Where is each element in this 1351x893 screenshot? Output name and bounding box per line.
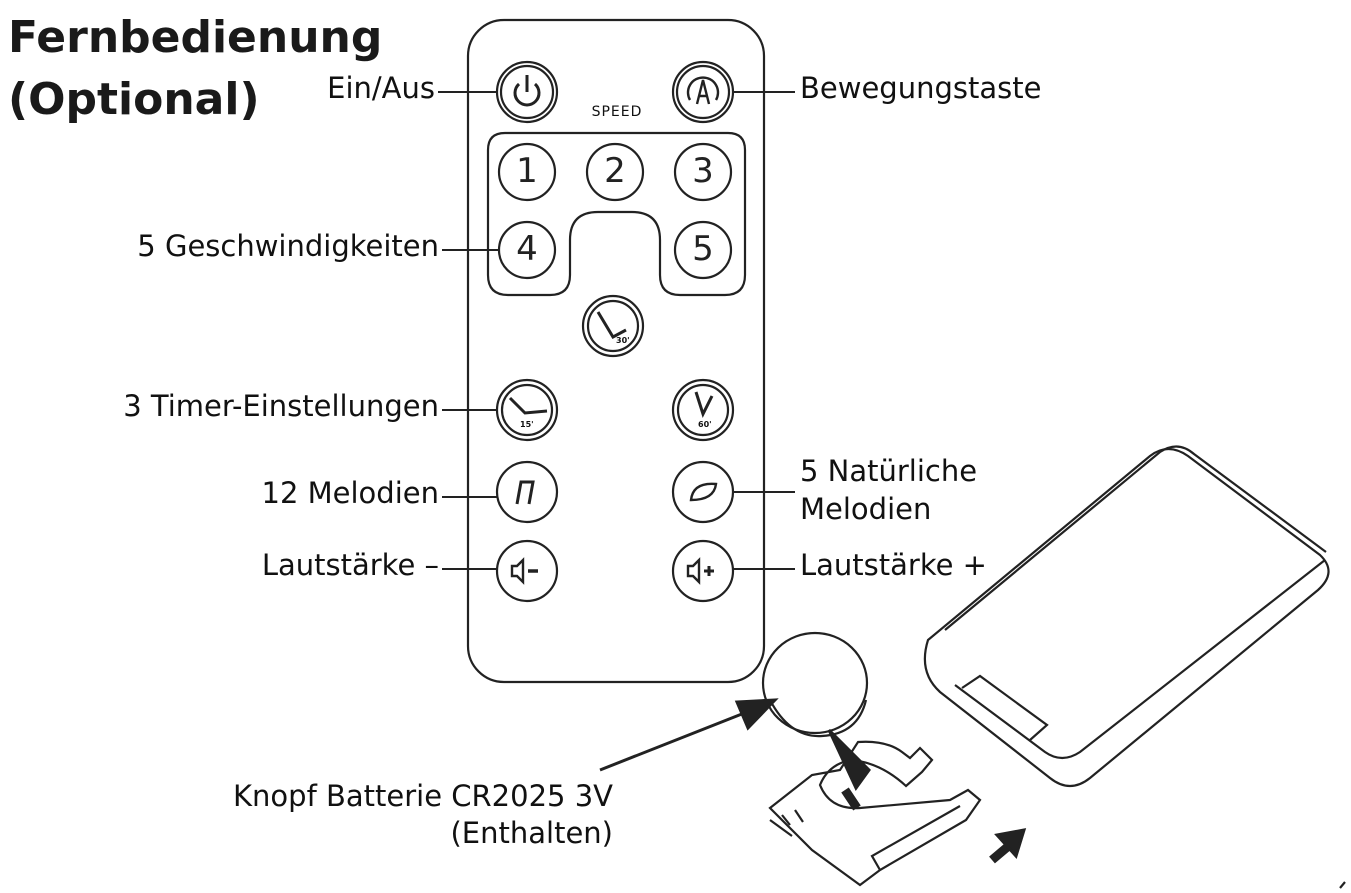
remote-body xyxy=(466,18,766,684)
timer-icon xyxy=(508,396,548,415)
leaf-icon xyxy=(689,482,718,502)
melody-button[interactable] xyxy=(495,460,559,524)
speed-button-1[interactable] xyxy=(497,142,557,202)
label-volume-down: Lautstärke – xyxy=(261,548,439,582)
arrow-icon xyxy=(827,728,1027,864)
speed-button-2[interactable] xyxy=(585,142,645,202)
label-melodies: 12 Melodien xyxy=(261,476,439,510)
power-button[interactable] xyxy=(495,60,559,124)
label-speeds: 5 Geschwindigkeiten xyxy=(137,229,439,263)
timer-15-mark: 15' xyxy=(520,420,534,429)
label-battery-line-1: Knopf Batterie CR2025 3V xyxy=(233,779,613,813)
label-battery-line-2: (Enthalten) xyxy=(450,816,613,850)
title-line-1: Fernbedienung xyxy=(8,12,383,63)
timer-60-mark: 60' xyxy=(698,420,712,429)
speed-label: SPEED xyxy=(591,104,643,120)
music-note-icon xyxy=(515,480,535,505)
timer-button-15[interactable] xyxy=(495,378,559,442)
label-power: Ein/Aus xyxy=(327,71,435,105)
speed-button-1-label: 1 xyxy=(516,151,538,191)
label-nature-line-1: 5 Natürliche xyxy=(800,454,978,488)
speed-button-4-label: 4 xyxy=(516,229,538,269)
corner-mark xyxy=(1339,881,1346,889)
motion-button[interactable] xyxy=(671,60,735,124)
timer-icon xyxy=(596,311,627,339)
volume-down-icon xyxy=(510,557,538,585)
timer-30-mark: 30' xyxy=(616,336,630,345)
volume-up-icon xyxy=(686,557,714,585)
timer-button-30[interactable] xyxy=(581,294,645,358)
timer-button-60[interactable] xyxy=(671,378,735,442)
motion-icon xyxy=(686,76,720,105)
remote-back xyxy=(923,445,1330,788)
title-line-2: (Optional) xyxy=(8,74,260,125)
volume-up-button[interactable] xyxy=(671,539,735,603)
power-icon xyxy=(513,75,541,107)
speed-button-5[interactable] xyxy=(673,220,733,280)
label-timers: 3 Timer-Einstellungen xyxy=(123,389,439,423)
speed-group-outline xyxy=(486,131,747,297)
label-motion: Bewegungstaste xyxy=(800,71,1042,105)
coin-battery xyxy=(761,631,869,738)
label-volume-up: Lautstärke + xyxy=(800,548,987,582)
speed-button-3-label: 3 xyxy=(692,151,714,191)
speed-button-3[interactable] xyxy=(673,142,733,202)
volume-down-button[interactable] xyxy=(495,539,559,603)
nature-button[interactable] xyxy=(671,460,735,524)
arrow-icon xyxy=(599,698,779,772)
battery-holder xyxy=(768,740,982,887)
leader-lines xyxy=(438,91,795,570)
speed-button-5-label: 5 xyxy=(692,229,714,269)
label-nature-line-2: Melodien xyxy=(800,492,932,526)
speed-button-2-label: 2 xyxy=(604,151,626,191)
timer-icon xyxy=(694,391,714,418)
